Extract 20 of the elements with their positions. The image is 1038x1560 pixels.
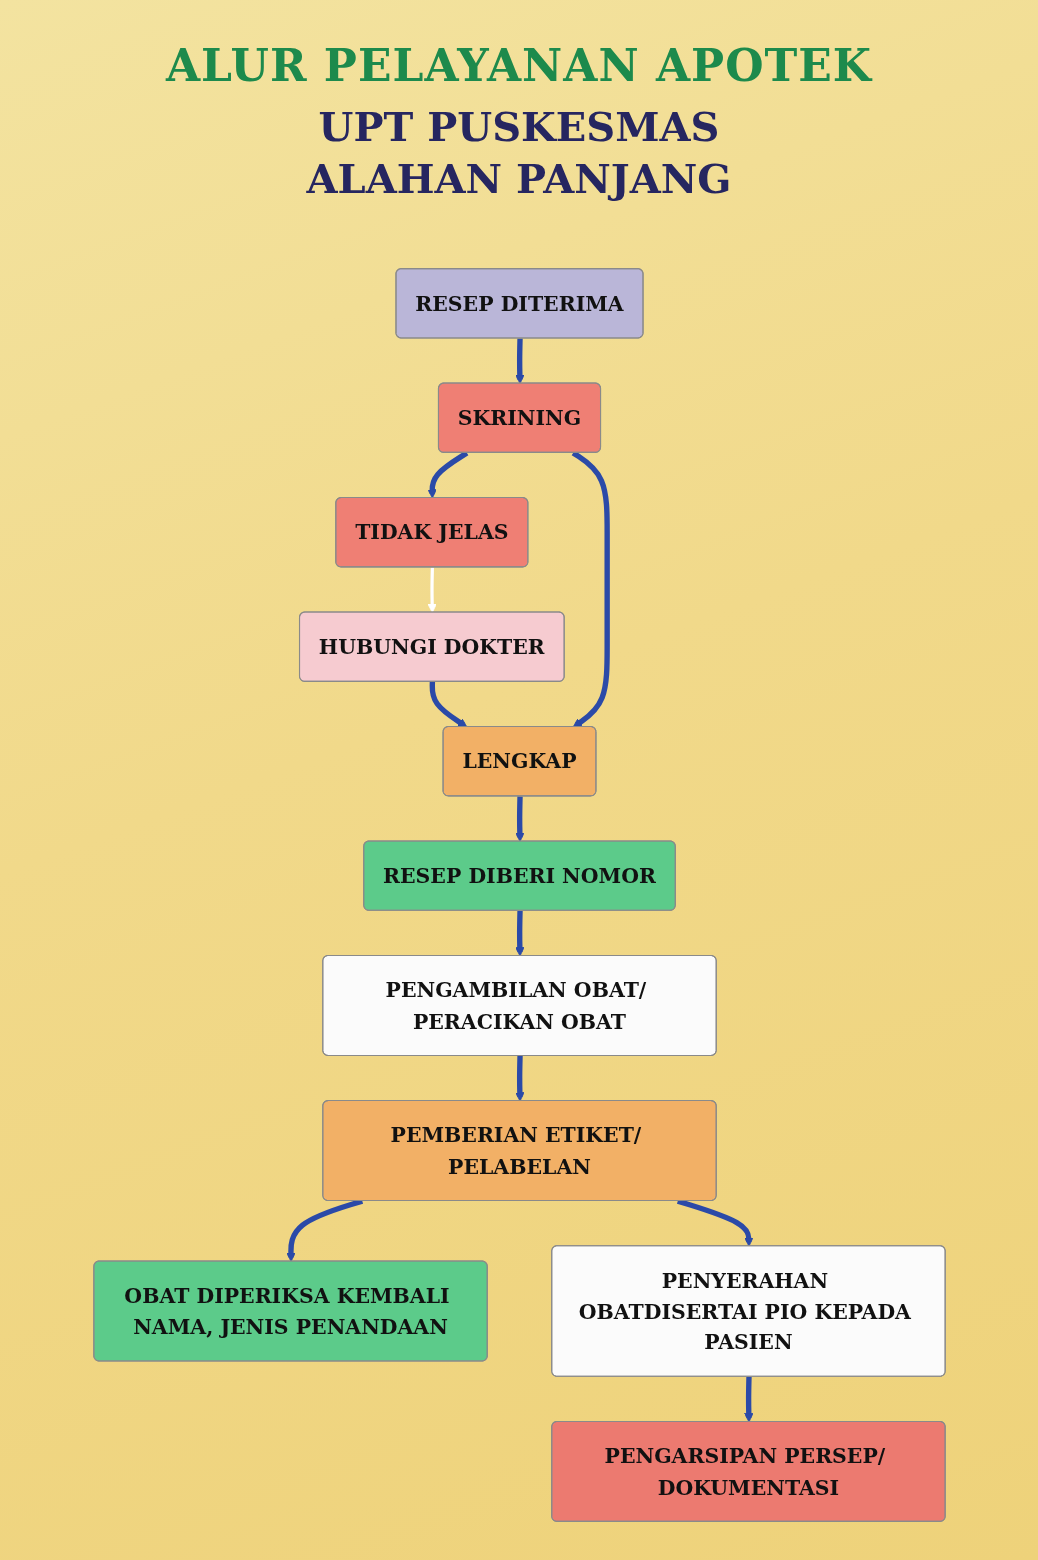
process-box: RESEP DITERIMA xyxy=(394,268,644,339)
title: ALUR PELAYANAN APOTEK xyxy=(165,40,873,91)
arrow xyxy=(743,1376,753,1423)
process-box: SKRINING xyxy=(437,382,601,453)
process-box: TIDAK JELAS xyxy=(334,497,528,568)
arrow xyxy=(426,567,437,613)
process-box: PENGARSIPAN PERSEP/ DOKUMENTASI xyxy=(550,1420,946,1522)
arrow xyxy=(514,796,525,842)
process-box: LENGKAP xyxy=(442,725,596,797)
process-box: OBAT DIPERIKSA KEMBALI NAMA, JENIS PENANDAAN xyxy=(92,1260,488,1362)
arrow xyxy=(514,1055,525,1102)
arrow xyxy=(429,681,467,728)
arrow xyxy=(514,910,525,957)
process-box: PEMBERIAN ETIKET/ PELABELAN xyxy=(321,1100,717,1202)
process-box: PENGAMBILAN OBAT/ PERACIKAN OBAT xyxy=(321,954,717,1056)
process-box: PENYERAHAN OBATDISERTAI PIO KEPADA PASIEN xyxy=(550,1245,946,1377)
arrow xyxy=(514,338,525,385)
process-box: HUBUNGI DOKTER xyxy=(298,611,565,682)
process-box: RESEP DIBERI NOMOR xyxy=(362,840,676,911)
subtitle: UPT PUSKESMAS ALAHAN PANJANG xyxy=(305,102,733,204)
